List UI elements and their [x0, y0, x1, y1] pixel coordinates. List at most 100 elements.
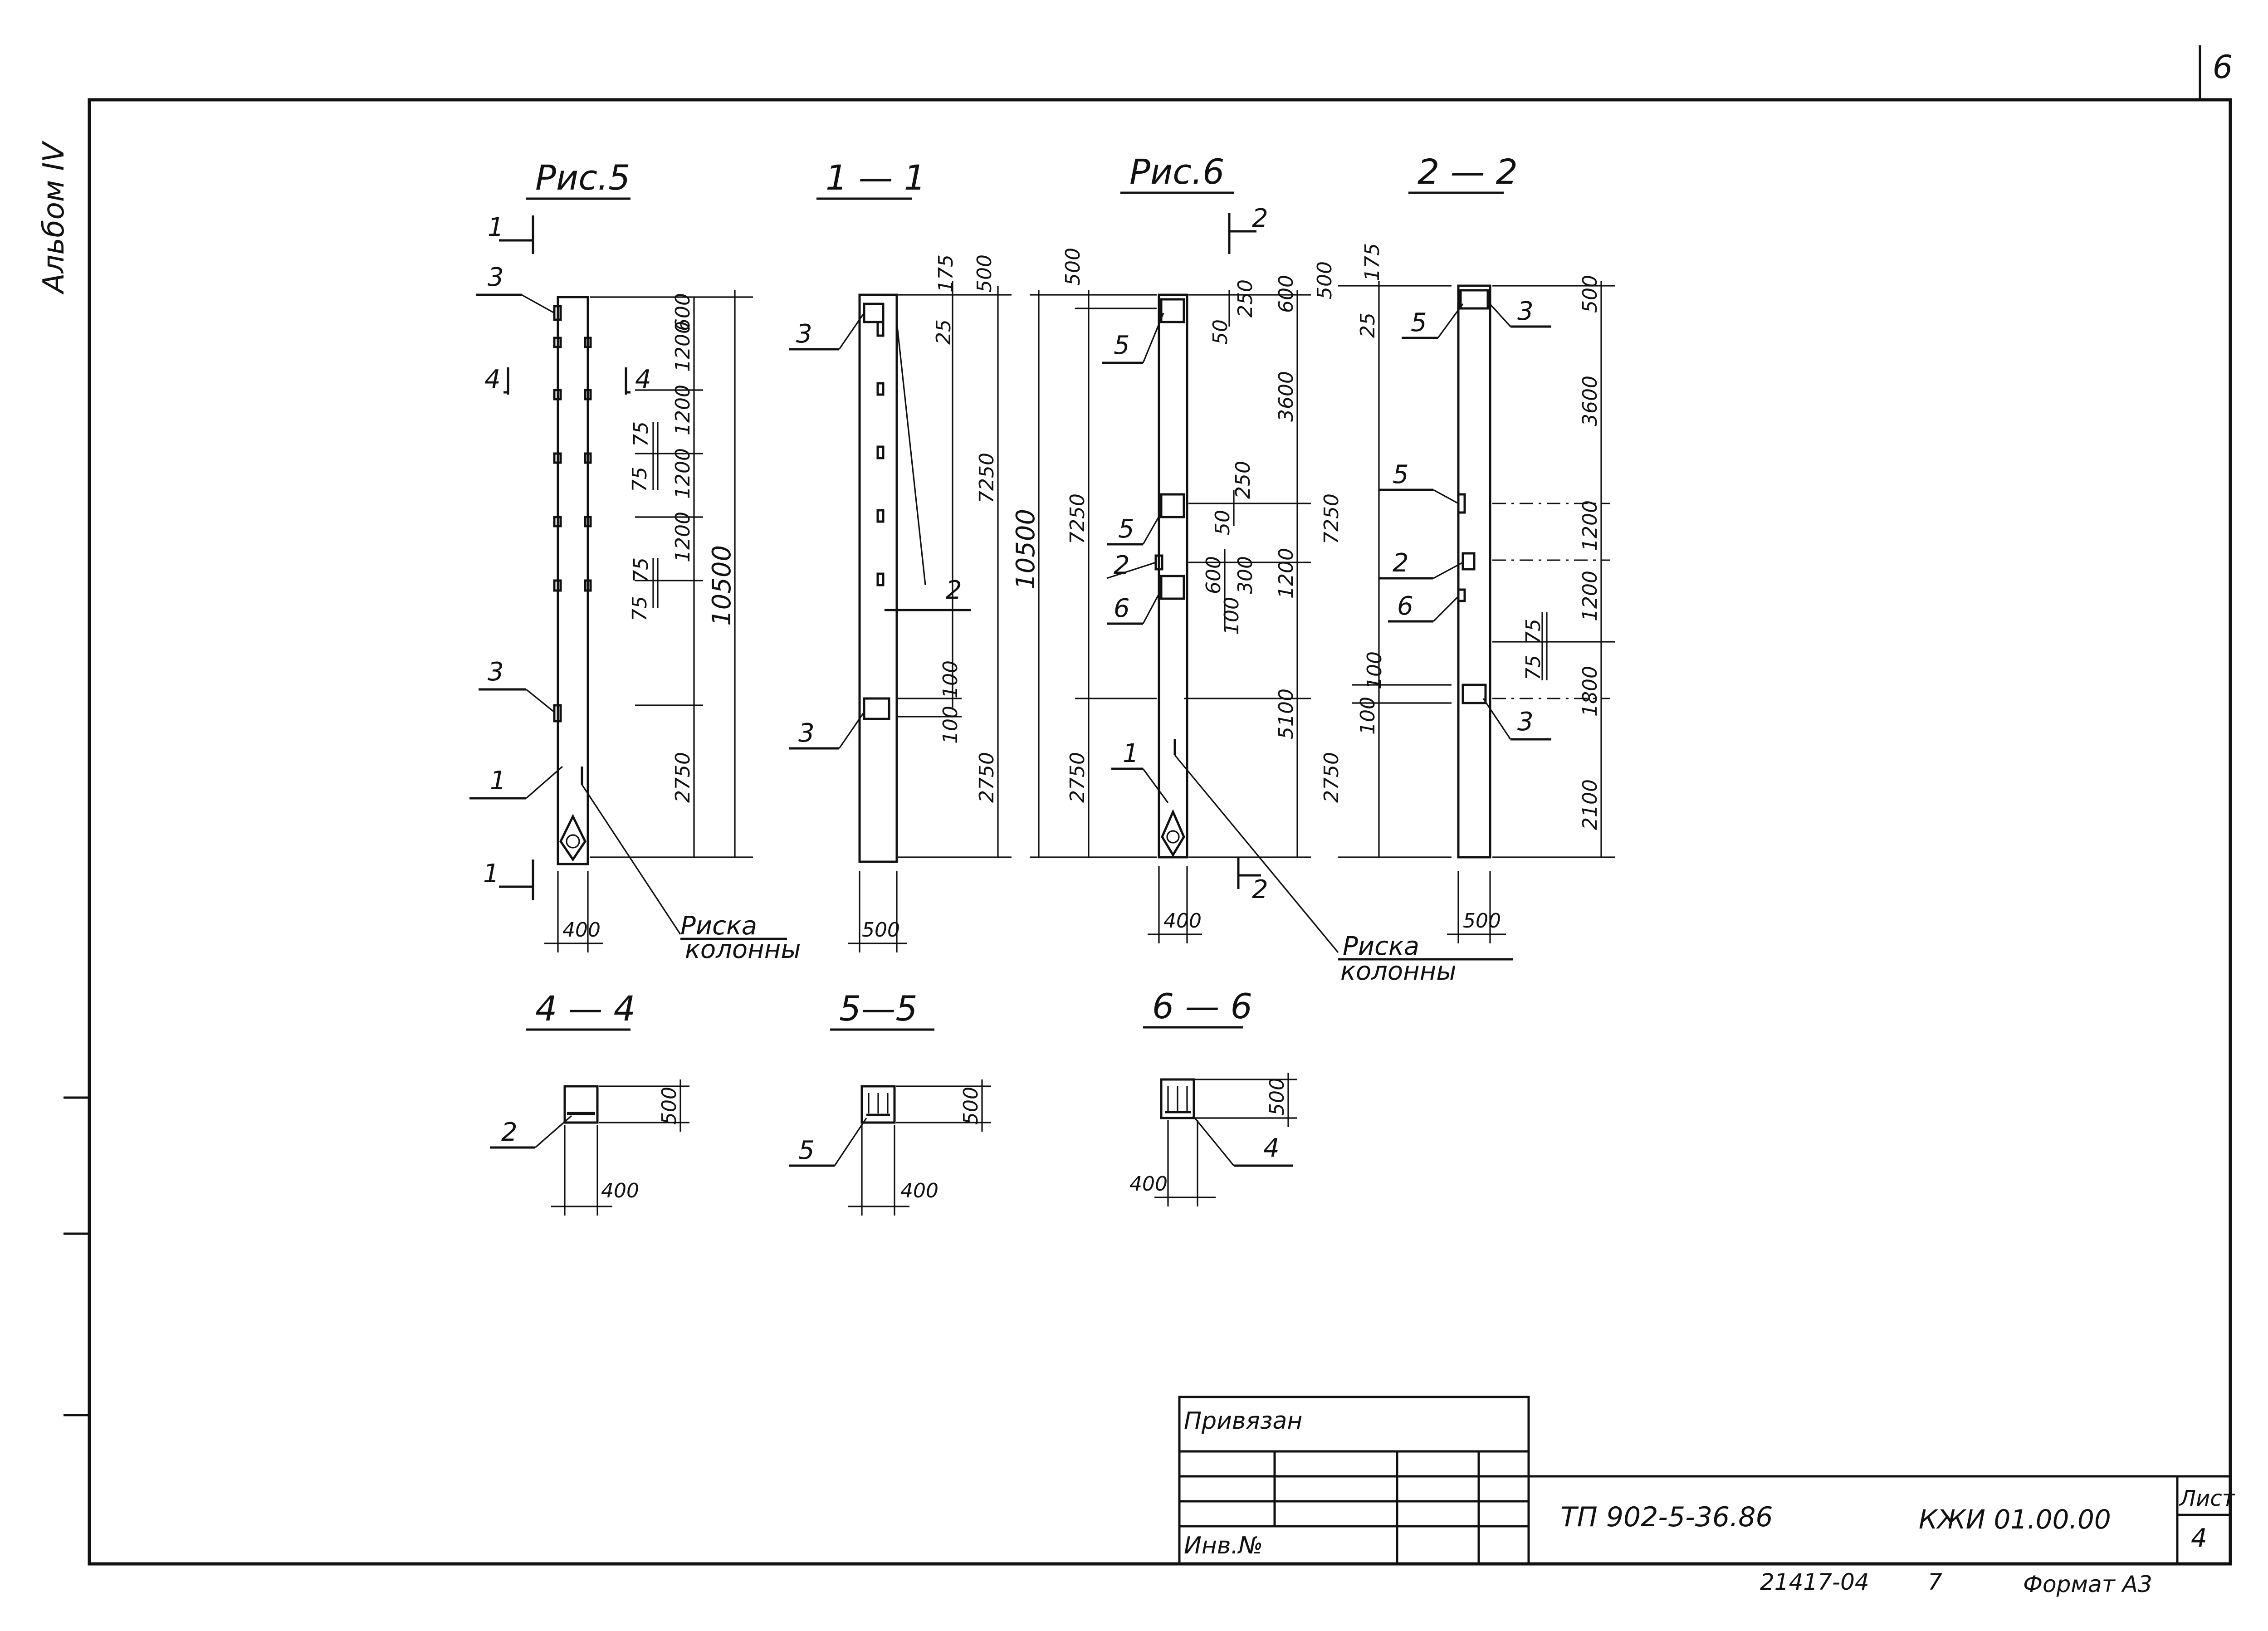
fig6-dim-left-10500: 10500: [1011, 509, 1041, 590]
fig5-width: 400: [562, 918, 601, 942]
sec44-callout: 2: [501, 1118, 518, 1147]
sec22-dim-r-3600: 3600: [1579, 376, 1602, 426]
figure-5: Рис.5 1 1 4 4 3: [469, 157, 801, 964]
sec22-callout-2: 2: [1393, 548, 1409, 578]
fig6-callout-5-top: 5: [1114, 331, 1130, 360]
stamp-inv-no: Инв.№: [1184, 1532, 1263, 1559]
sec22-dim-r-1200a: 1200: [1579, 500, 1602, 551]
stamp-mark: КЖИ 01.00.00: [1919, 1504, 2111, 1535]
sec22-dim-175: 175: [1361, 243, 1384, 281]
sec55-w: 400: [900, 1179, 938, 1202]
sec66-section: [1160, 1078, 1195, 1119]
fig5-dim-600: 600: [671, 293, 694, 331]
fig5-column: [557, 296, 589, 865]
fig6-dim-100: 100: [1220, 597, 1243, 635]
fig6-dim-left-2750: 2750: [1066, 752, 1089, 803]
fig5-risk-line2: колонны: [685, 935, 801, 964]
sec22-dim-r-2100: 2100: [1579, 779, 1602, 830]
fig6-dim-50b: 50: [1211, 510, 1234, 535]
fig6-cut-top: 2: [1252, 204, 1268, 233]
fig5-dim-1200b: 1200: [671, 385, 694, 435]
fig5-dim-1200a: 1200: [671, 321, 694, 372]
section-1-1: 1 — 1 3 2 3 175 500 25 7250 100 100 2750: [789, 157, 1012, 952]
figure-6: Рис.6 2 2 5 5 2 6 1 Риска кол: [1011, 151, 1513, 986]
fig5-dim-10500: 10500: [707, 545, 737, 626]
sec11-dim-2750: 2750: [975, 752, 998, 803]
fig6-dim-left-500: 500: [1061, 248, 1085, 286]
section-2-2: 2 — 2 5 3 5 2 6 3 500 175: [1313, 151, 1615, 943]
sec44-h: 500: [658, 1087, 681, 1125]
sec55-callout: 5: [798, 1136, 815, 1165]
fig6-dim-600b: 600: [1202, 556, 1225, 594]
sec22-callout-5-mid: 5: [1393, 460, 1409, 489]
sec11-dim-100b: 100: [939, 706, 962, 744]
sec11-title: 1 — 1: [826, 157, 926, 198]
sec66-callout: 4: [1263, 1133, 1280, 1163]
fig6-dim-250b: 250: [1232, 461, 1255, 499]
fig6-dim-600a: 600: [1275, 275, 1298, 313]
fig5-callout-3-top: 3: [488, 263, 504, 292]
sec55-title: 5—5: [839, 988, 918, 1029]
fig5-dim-75d: 75: [628, 596, 651, 621]
fig6-dim-1200: 1200: [1275, 548, 1298, 599]
fig5-dim-2750: 2750: [671, 752, 694, 803]
fig5-callout-1: 1: [490, 766, 506, 796]
sec22-dim-2750: 2750: [1320, 752, 1343, 803]
fig6-dim-50a: 50: [1209, 319, 1232, 345]
fig6-dim-5100: 5100: [1275, 689, 1298, 739]
fig5-dim-75c: 75: [630, 557, 653, 583]
sec22-callout-3-top: 3: [1517, 297, 1534, 326]
stamp-list-number: 4: [2191, 1524, 2207, 1553]
footer-order: 21417-04: [1760, 1569, 1869, 1595]
fig5-dim-1200c: 1200: [671, 448, 694, 499]
sec11-dim-7250: 7250: [975, 453, 998, 503]
sheet-corner-number: 6: [2213, 49, 2233, 86]
sec22-callout-3-bottom: 3: [1517, 707, 1534, 737]
fig6-width: 400: [1163, 909, 1202, 933]
fig6-cut-bottom: 2: [1252, 875, 1268, 904]
fig5-dim-1200d: 1200: [671, 512, 694, 562]
sec22-dim-7250: 7250: [1320, 493, 1343, 544]
sec22-dim-100a: 100: [1363, 651, 1386, 689]
sec22-callout-6: 6: [1397, 591, 1413, 621]
footer-format: Формат А3: [2023, 1571, 2152, 1597]
fig6-column: [1158, 293, 1188, 859]
sec11-dim-100a: 100: [939, 660, 962, 698]
sec66-w: 400: [1129, 1172, 1168, 1196]
fig5-callout-3-bottom: 3: [488, 657, 504, 687]
sec44-title: 4 — 4: [535, 988, 635, 1029]
footer-page: 7: [1928, 1569, 1942, 1595]
sec22-dim-25: 25: [1356, 313, 1379, 338]
fig6-dim-left-7250: 7250: [1066, 493, 1089, 544]
stamp-privyazan: Привязан: [1184, 1407, 1302, 1435]
sec44-w: 400: [601, 1179, 639, 1202]
fig6-dim-300: 300: [1234, 556, 1257, 594]
fig5-dim-75a: 75: [630, 421, 653, 447]
fig6-callout-1: 1: [1123, 739, 1139, 768]
sec66-h: 500: [1266, 1078, 1289, 1116]
sec22-dim-r-1200b: 1200: [1579, 571, 1602, 621]
fig6-dim-3600: 3600: [1275, 371, 1298, 422]
sec11-width: 500: [862, 918, 900, 942]
sec22-callout-5-top: 5: [1411, 308, 1427, 337]
sec22-dim-r-75b: 75: [1522, 655, 1545, 680]
sec55-h: 500: [959, 1087, 982, 1125]
fig6-dim-250a: 250: [1234, 279, 1257, 317]
fig6-risk-line1: Риска: [1343, 932, 1419, 961]
sec66-title: 6 — 6: [1152, 986, 1252, 1026]
sec22-dim-r-75a: 75: [1522, 619, 1545, 644]
sec11-callout-3-bottom: 3: [798, 718, 815, 748]
sec11-column: [858, 293, 898, 863]
sec22-title: 2 — 2: [1418, 151, 1518, 192]
sheet-frame: [64, 45, 2232, 1566]
sec22-column: [1457, 284, 1491, 859]
sec44-section: [563, 1085, 599, 1124]
sec11-dim-25: 25: [932, 319, 955, 345]
sec11-dim-500: 500: [973, 254, 996, 293]
fig6-risk-line2: колонны: [1340, 957, 1457, 986]
fig5-cut4-left: 4: [484, 365, 501, 394]
section-4-4: 4 — 4 500 400 2: [490, 988, 689, 1216]
album-label: Альбом IV: [37, 141, 71, 295]
sec11-dim-175: 175: [934, 254, 958, 293]
